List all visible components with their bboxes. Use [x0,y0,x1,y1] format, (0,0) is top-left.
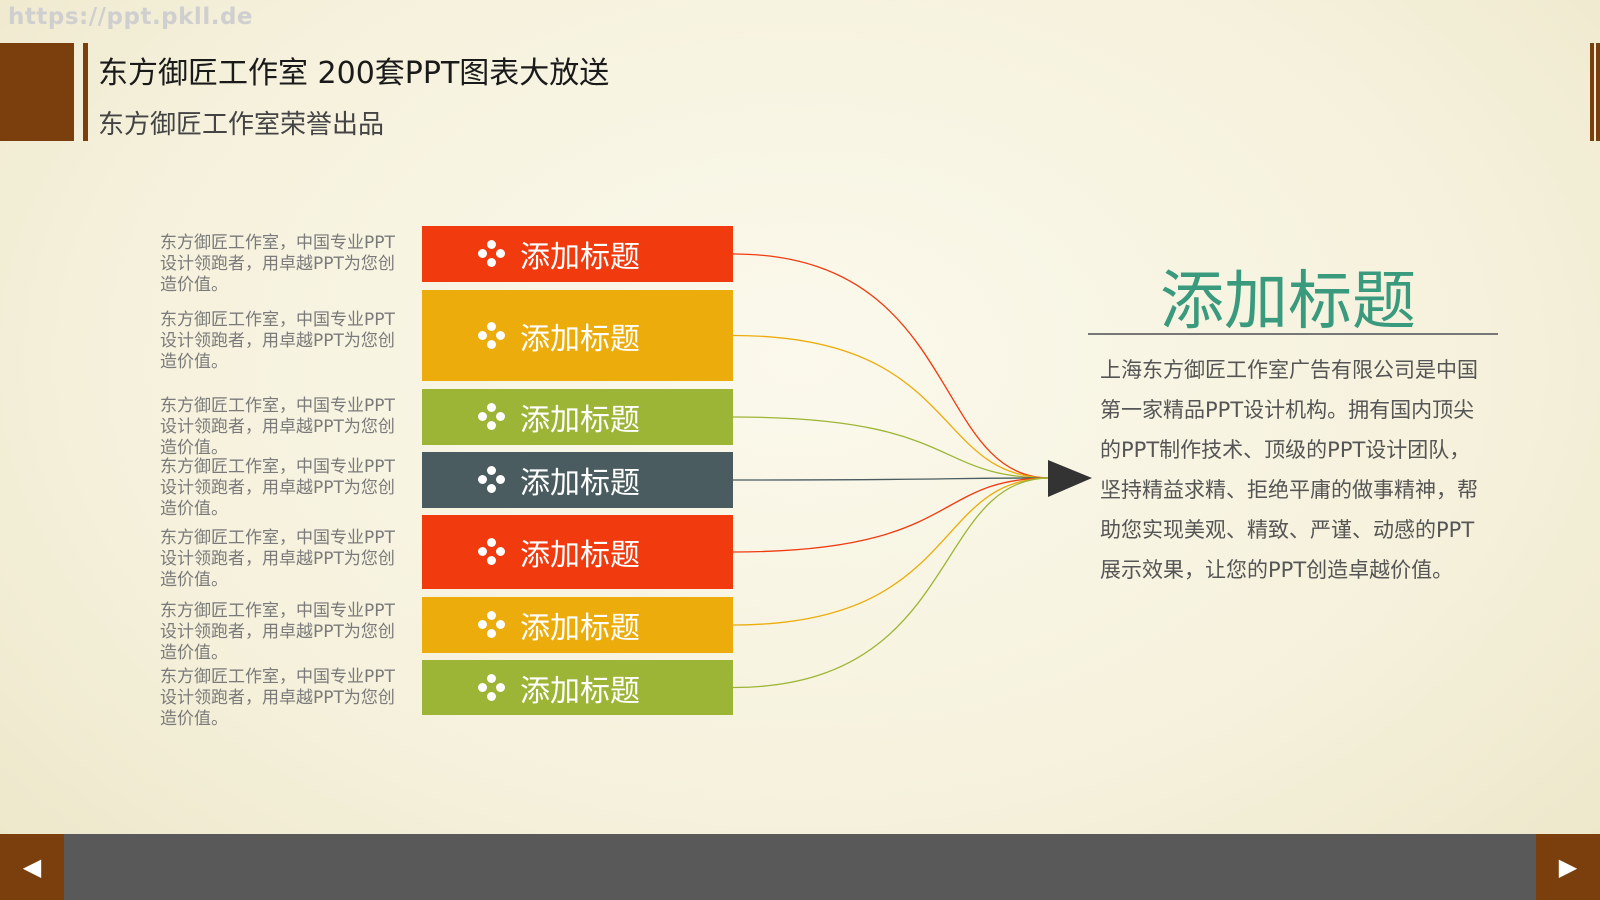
brand-divider [83,43,88,141]
slide-title: 东方御匠工作室 200套PPT图表大放送 [98,56,610,91]
connector-curve [732,477,1051,481]
watermark-url: https://ppt.pkll.de [8,4,254,30]
triangle-left-icon: ◀ [22,853,42,881]
connector-curve [732,477,1051,626]
slide-subtitle: 东方御匠工作室荣誉出品 [98,110,385,140]
title-bar-3[interactable]: 添加标题 [422,389,733,445]
clover-icon [478,240,506,268]
next-slide-button[interactable]: ▶ [1536,834,1600,900]
title-bar-5[interactable]: 添加标题 [422,515,733,589]
item-description: 东方御匠工作室，中国专业PPT设计领跑者，用卓越PPT为您创造价值。 [160,528,395,590]
title-bar-7[interactable]: 添加标题 [422,660,733,715]
connector-curve [732,416,1051,479]
triangle-right-icon: ▶ [1558,853,1578,881]
arrowhead-icon [1048,460,1092,497]
clover-icon [478,673,506,702]
item-description: 东方御匠工作室，中国专业PPT设计领跑者，用卓越PPT为您创造价值。 [160,310,395,372]
title-bar-label: 添加标题 [520,538,640,573]
item-description: 东方御匠工作室，中国专业PPT设计领跑者，用卓越PPT为您创造价值。 [160,601,395,663]
connector-curve [732,334,1051,479]
right-edge-bar-outer [1596,43,1600,141]
title-bar-2[interactable]: 添加标题 [422,290,733,381]
title-bar-1[interactable]: 添加标题 [422,226,733,282]
clover-icon [478,538,506,566]
connector-curve [732,477,1051,689]
footer-bar [0,834,1600,900]
clover-icon [478,466,506,494]
title-bar-label: 添加标题 [520,611,640,646]
item-description: 东方御匠工作室，中国专业PPT设计领跑者，用卓越PPT为您创造价值。 [160,396,395,458]
connector-curve [732,477,1051,553]
item-description: 东方御匠工作室，中国专业PPT设计领跑者，用卓越PPT为您创造价值。 [160,457,395,519]
clover-icon [478,611,506,639]
item-description: 东方御匠工作室，中国专业PPT设计领跑者，用卓越PPT为您创造价值。 [160,233,395,295]
brand-block [0,43,74,141]
connector-curve [732,253,1051,479]
title-bar-4[interactable]: 添加标题 [422,452,733,508]
title-bar-label: 添加标题 [520,673,640,709]
panel-title: 添加标题 [1160,265,1416,339]
title-bar-label: 添加标题 [520,466,640,501]
clover-icon [478,403,506,431]
title-bar-6[interactable]: 添加标题 [422,597,733,653]
panel-divider [1088,333,1498,335]
title-bar-label: 添加标题 [520,403,640,438]
clover-icon [478,321,506,350]
prev-slide-button[interactable]: ◀ [0,834,64,900]
title-bar-label: 添加标题 [520,240,640,275]
title-bar-label: 添加标题 [520,321,640,357]
right-edge-bar [1590,43,1594,141]
panel-body-text: 上海东方御匠工作室广告有限公司是中国第一家精品PPT设计机构。拥有国内顶尖的PP… [1100,358,1478,582]
item-description: 东方御匠工作室，中国专业PPT设计领跑者，用卓越PPT为您创造价值。 [160,667,395,729]
